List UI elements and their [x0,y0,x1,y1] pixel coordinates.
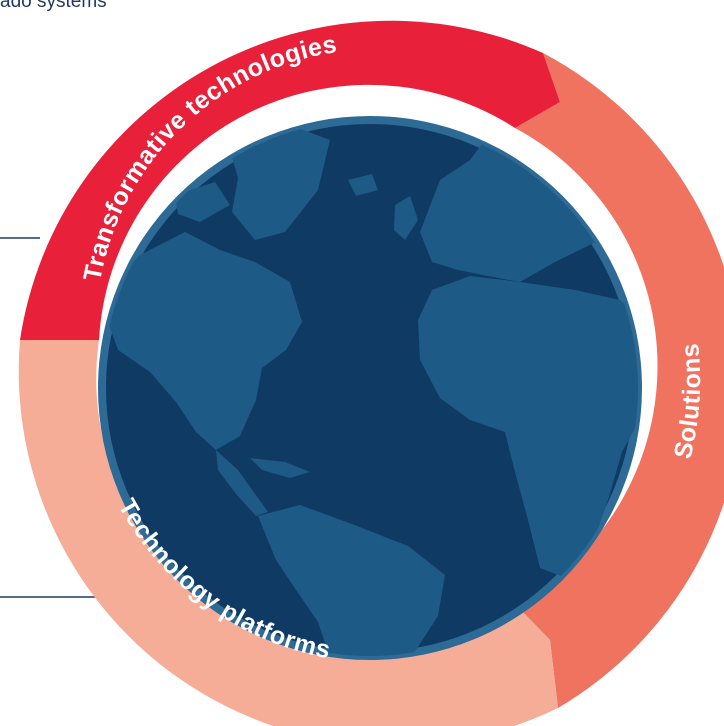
landmass-central-america [216,450,268,516]
landmass-caribbean [250,458,310,478]
globe [98,116,642,660]
segment-transformative-technologies [20,20,560,341]
landmass-greenland [230,125,330,240]
landmass-africa [418,276,638,578]
landmass-iceland [348,174,378,196]
landmass-arctic-islands [175,182,230,222]
landmass-british-isles [394,196,418,240]
landmass-north-america [102,232,302,450]
segment-technology-platforms [18,340,558,726]
top-caption: ado systems [0,0,107,12]
landmass-south-america [258,505,445,656]
segment-solutions [515,53,724,708]
